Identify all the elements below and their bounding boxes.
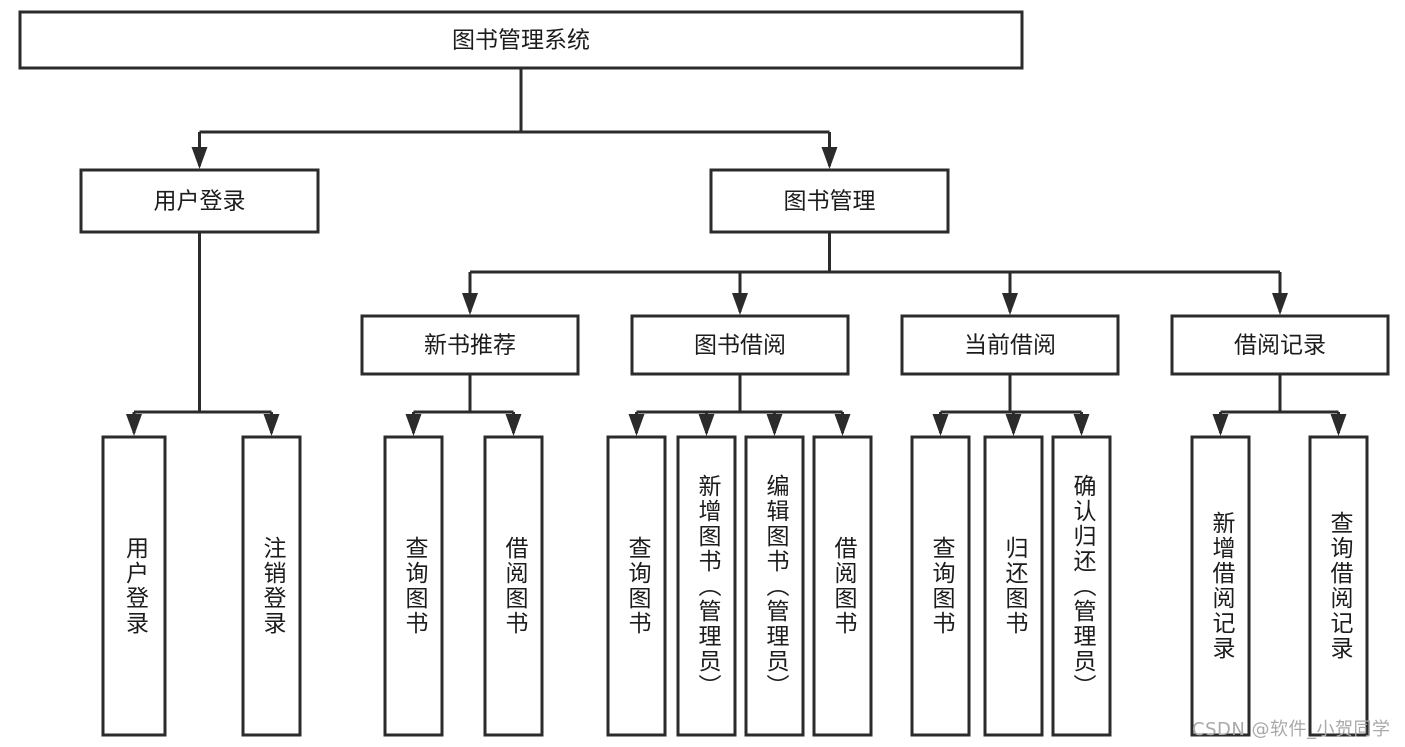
node-box-book-borrow[interactable]: [630, 314, 850, 376]
arrow-head-icon-leaf-query-book-3: [932, 414, 949, 436]
arrow-head-icon-leaf-add-book: [698, 414, 715, 436]
arrow-head-icon-leaf-query-record: [1330, 414, 1347, 436]
node-box-leaf-logout[interactable]: [241, 435, 302, 737]
arrow-head-icon-book-borrow: [732, 293, 748, 315]
arrow-head-icon-leaf-borrow-book-2: [834, 414, 851, 436]
node-label-book-borrow: 图书借阅: [694, 333, 786, 359]
arrow-head-icon-leaf-logout: [263, 414, 280, 436]
node-box-leaf-add-record[interactable]: [1190, 435, 1251, 737]
arrow-head-icon-leaf-query-book-1: [405, 414, 422, 436]
node-box-root[interactable]: [18, 10, 1024, 70]
node-label-new-book-recommend: 新书推荐: [424, 333, 516, 359]
arrow-head-icon-leaf-borrow-book-1: [505, 414, 522, 436]
node-label-current-borrow: 当前借阅: [964, 333, 1056, 359]
arrow-head-icon-leaf-return-book: [1005, 414, 1022, 436]
node-label-book-management: 图书管理: [784, 189, 876, 215]
node-box-layer: [18, 10, 1390, 737]
arrow-head-icon-leaf-edit-book: [766, 414, 783, 436]
node-box-leaf-add-book[interactable]: [676, 435, 737, 737]
arrow-head-icon-user-login: [191, 147, 208, 169]
node-box-user-login[interactable]: [79, 168, 320, 234]
arrow-head-icon-leaf-add-record: [1212, 414, 1229, 436]
node-box-current-borrow[interactable]: [900, 314, 1120, 376]
node-box-leaf-query-book-1[interactable]: [383, 435, 444, 737]
node-label-borrow-record: 借阅记录: [1234, 333, 1326, 359]
arrow-head-icon-borrow-record: [1272, 293, 1288, 315]
node-box-new-book-recommend[interactable]: [360, 314, 580, 376]
node-box-leaf-query-book-2[interactable]: [606, 435, 667, 737]
node-box-leaf-user-login[interactable]: [101, 435, 167, 737]
arrow-head-icon-leaf-user-login: [126, 414, 142, 436]
arrow-head-icon-book-management: [821, 147, 838, 169]
node-box-leaf-return-book[interactable]: [983, 435, 1044, 737]
node-box-leaf-query-book-3[interactable]: [910, 435, 971, 737]
node-box-borrow-record[interactable]: [1170, 314, 1390, 376]
node-box-book-management[interactable]: [709, 168, 950, 234]
arrow-head-icon-current-borrow: [1002, 293, 1018, 315]
node-box-leaf-confirm-return[interactable]: [1051, 435, 1112, 737]
arrow-head-icon-leaf-query-book-2: [628, 414, 645, 436]
arrow-head-icon-leaf-confirm-return: [1073, 414, 1090, 436]
arrow-head-icon-new-book-recommend: [462, 293, 478, 315]
connector-layer: [126, 68, 1347, 436]
node-box-leaf-borrow-book-1[interactable]: [483, 435, 544, 737]
node-box-leaf-query-record[interactable]: [1308, 435, 1369, 737]
node-box-leaf-borrow-book-2[interactable]: [812, 435, 873, 737]
node-label-root: 图书管理系统: [452, 28, 590, 54]
node-box-leaf-edit-book[interactable]: [744, 435, 805, 737]
node-label-user-login: 用户登录: [154, 189, 246, 215]
